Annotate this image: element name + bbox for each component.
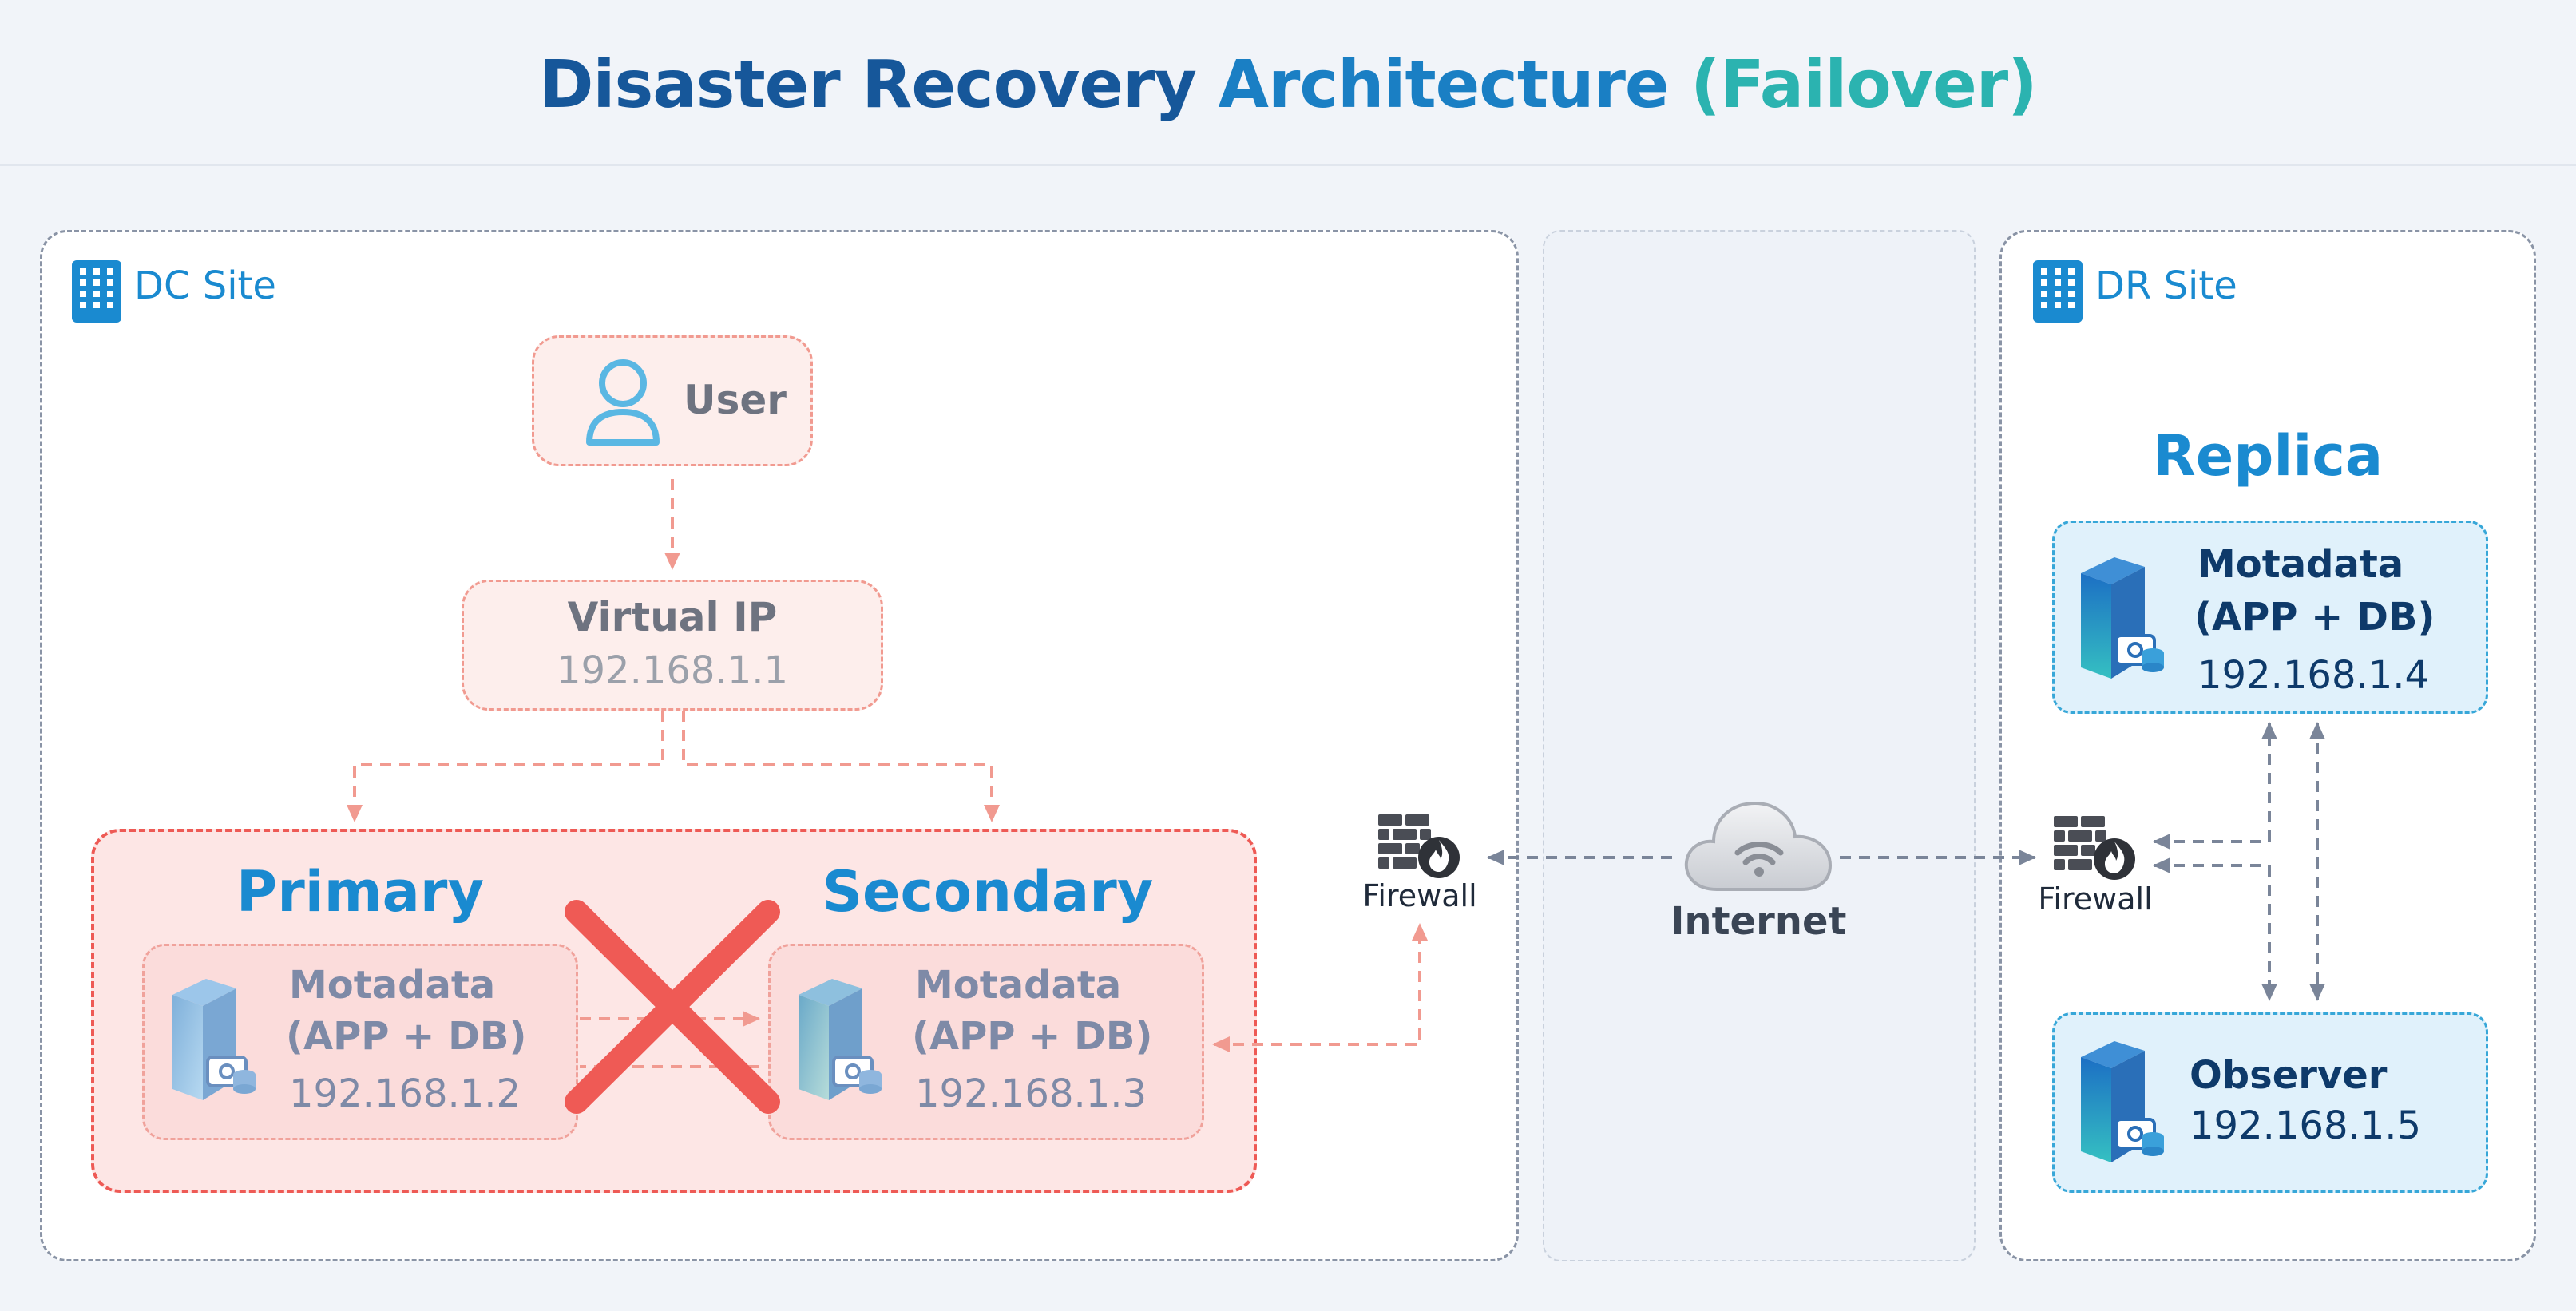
page-title: Disaster Recovery Architecture (Failover… bbox=[0, 42, 2576, 129]
server-icon bbox=[2081, 1041, 2164, 1162]
dr-firewall-label: Firewall bbox=[2038, 881, 2153, 917]
secondary-name: Motadata bbox=[915, 963, 1122, 1008]
secondary-ip: 192.168.1.3 bbox=[915, 1071, 1147, 1116]
title-part-3: (Failover) bbox=[1690, 47, 2038, 123]
secondary-heading: Secondary bbox=[822, 859, 1154, 925]
title-part-1: Disaster Recovery bbox=[539, 47, 1197, 123]
internet-label: Internet bbox=[1670, 899, 1847, 944]
server-icon bbox=[799, 979, 882, 1100]
dc-site-label: DC Site bbox=[134, 263, 276, 308]
user-node[interactable] bbox=[532, 335, 813, 466]
replica-role: (APP + DB) bbox=[2194, 595, 2435, 640]
vip-to-primary-arrow bbox=[347, 711, 664, 822]
observer-name: Observer bbox=[2190, 1053, 2388, 1098]
header-divider bbox=[0, 164, 2576, 166]
virtual-ip-node[interactable] bbox=[462, 580, 883, 711]
primary-role: (APP + DB) bbox=[286, 1014, 527, 1059]
internet-zone bbox=[1543, 230, 1976, 1261]
dr-firewall-to-observer-arrow bbox=[2153, 857, 2277, 1001]
cloud-icon bbox=[1684, 801, 1833, 891]
observer-ip: 192.168.1.5 bbox=[2190, 1103, 2422, 1148]
vip-to-secondary-arrow bbox=[682, 711, 1000, 822]
dc-firewall-label: Firewall bbox=[1362, 878, 1477, 913]
server-icon bbox=[2081, 557, 2164, 679]
server-icon bbox=[172, 979, 256, 1100]
firewall-icon bbox=[1378, 814, 1460, 878]
primary-ip: 192.168.1.2 bbox=[289, 1071, 521, 1116]
secondary-to-firewall-arrow bbox=[1212, 923, 1428, 1052]
building-icon bbox=[72, 260, 121, 323]
primary-heading: Primary bbox=[236, 859, 485, 925]
virtual-ip-address: 192.168.1.1 bbox=[556, 648, 789, 693]
replica-ip: 192.168.1.4 bbox=[2198, 653, 2430, 698]
replica-name: Motadata bbox=[2198, 542, 2404, 587]
primary-name: Motadata bbox=[289, 963, 496, 1008]
user-icon bbox=[586, 359, 660, 446]
building-icon bbox=[2033, 260, 2083, 323]
title-part-2: Architecture bbox=[1218, 47, 1669, 123]
user-label: User bbox=[684, 377, 787, 423]
replica-heading: Replica bbox=[2152, 423, 2384, 489]
firewall-icon bbox=[2054, 816, 2135, 880]
dr-firewall-to-replica-arrow bbox=[2153, 722, 2277, 850]
secondary-role: (APP + DB) bbox=[912, 1014, 1153, 1059]
dr-site-label: DR Site bbox=[2095, 263, 2237, 308]
failure-x-icon bbox=[565, 900, 780, 1114]
virtual-ip-label: Virtual IP bbox=[567, 594, 778, 640]
